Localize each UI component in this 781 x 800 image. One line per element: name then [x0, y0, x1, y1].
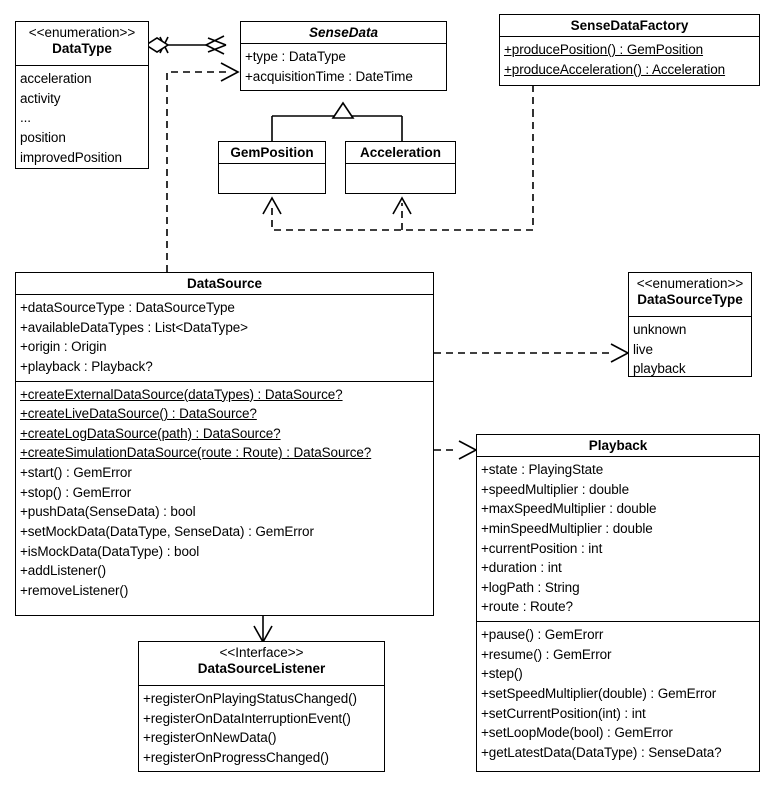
- class-sensedata[interactable]: SenseData +type : DataType +acquisitionT…: [240, 21, 447, 91]
- connector-datasource-dependency-datasourcetype: [434, 343, 630, 363]
- attribute: +state : PlayingState: [481, 462, 604, 477]
- method: +setCurrentPosition(int) : int: [481, 705, 646, 721]
- class-sensedatafactory-name: SenseDataFactory: [570, 18, 689, 33]
- method: +setLoopMode(bool) : GemError: [481, 725, 673, 741]
- class-datasource-methods: +createExternalDataSource(dataTypes) : D…: [16, 382, 433, 605]
- class-datatype-stereotype: <<enumeration>>: [28, 25, 136, 40]
- class-playback-name: Playback: [588, 438, 648, 453]
- method: +addListener(): [20, 563, 107, 579]
- method: +removeListener(): [20, 582, 129, 598]
- class-acceleration-name: Acceleration: [359, 145, 442, 160]
- method: +pause() : GemErorr: [481, 627, 604, 643]
- enum-literal: ...: [20, 110, 31, 126]
- method: +registerOnPlayingStatusChanged(): [143, 691, 357, 706]
- attribute: +origin : Origin: [20, 339, 107, 355]
- attribute: +currentPosition : int: [481, 540, 603, 556]
- method: +getLatestData(DataType) : SenseData?: [481, 744, 722, 760]
- class-sensedatafactory-methods: +producePosition() : GemPosition +produc…: [500, 37, 759, 83]
- class-datasourcetype[interactable]: <<enumeration>> DataSourceType unknown l…: [628, 272, 752, 377]
- attribute: +logPath : String: [481, 579, 580, 595]
- class-datasource-attributes: +dataSourceType : DataSourceType +availa…: [16, 295, 433, 382]
- connector-sensedata-aggregation-datatype: [144, 35, 227, 55]
- connector-generalization-sensedata: [271, 101, 403, 141]
- class-datasourcelistener[interactable]: <<Interface>> DataSourceListener +regist…: [138, 641, 385, 772]
- attribute: +route : Route?: [481, 599, 573, 615]
- attribute: +availableDataTypes : List<DataType>: [20, 319, 248, 335]
- class-playback-attributes: +state : PlayingState +speedMultiplier :…: [477, 457, 759, 623]
- class-datasource-header: DataSource: [16, 273, 433, 295]
- method: +start() : GemError: [20, 465, 132, 481]
- attribute: +duration : int: [481, 560, 562, 576]
- class-sensedatafactory-header: SenseDataFactory: [500, 15, 759, 37]
- class-datasourcelistener-stereotype: <<Interface>>: [219, 645, 304, 660]
- class-datasource[interactable]: DataSource +dataSourceType : DataSourceT…: [15, 272, 434, 616]
- class-datasource-name: DataSource: [186, 276, 263, 291]
- enum-literal: position: [20, 129, 66, 145]
- class-acceleration[interactable]: Acceleration: [345, 141, 456, 194]
- class-sensedata-name: SenseData: [308, 25, 379, 40]
- enum-literal: live: [633, 341, 653, 357]
- method: +registerOnNewData(): [143, 730, 277, 746]
- class-datasourcelistener-methods: +registerOnPlayingStatusChanged() +regis…: [139, 686, 384, 772]
- class-acceleration-header: Acceleration: [346, 142, 455, 164]
- method: +isMockData(DataType) : bool: [20, 543, 200, 559]
- method: +createExternalDataSource(dataTypes) : D…: [20, 386, 343, 402]
- class-datasourcelistener-name: DataSourceListener: [197, 661, 326, 677]
- method: +step(): [481, 666, 523, 682]
- class-datasourcetype-stereotype: <<enumeration>>: [636, 276, 744, 291]
- method: +createLiveDataSource() : DataSource?: [20, 406, 257, 422]
- class-datatype[interactable]: <<enumeration>> DataType acceleration ac…: [15, 21, 149, 169]
- method: +stop() : GemError: [20, 484, 132, 500]
- class-gemposition[interactable]: GemPosition: [218, 141, 326, 194]
- class-datasourcelistener-header: <<Interface>> DataSourceListener: [139, 642, 384, 686]
- class-datatype-literals: acceleration activity ... position impro…: [16, 66, 148, 171]
- class-acceleration-members: [346, 164, 455, 194]
- attribute: +dataSourceType : DataSourceType: [20, 300, 235, 315]
- method: +createSimulationDataSource(route : Rout…: [20, 445, 372, 461]
- method: +setSpeedMultiplier(double) : GemError: [481, 686, 717, 702]
- class-datasourcetype-header: <<enumeration>> DataSourceType: [629, 273, 751, 317]
- method: +pushData(SenseData) : bool: [20, 504, 196, 520]
- method: +registerOnDataInterruptionEvent(): [143, 710, 351, 726]
- enum-literal: unknown: [633, 322, 687, 337]
- class-datasourcetype-literals: unknown live playback: [629, 317, 751, 383]
- class-sensedatafactory[interactable]: SenseDataFactory +producePosition() : Ge…: [499, 14, 760, 86]
- attribute: +playback : Playback?: [20, 358, 153, 374]
- method: +produceAcceleration() : Acceleration: [504, 61, 726, 77]
- attribute: +acquisitionTime : DateTime: [245, 68, 413, 84]
- class-datatype-name: DataType: [52, 41, 112, 57]
- connector-datasource-association-listener: [253, 616, 273, 644]
- attribute: +type : DataType: [245, 49, 346, 64]
- method: +producePosition() : GemPosition: [504, 42, 704, 57]
- class-datasourcetype-name: DataSourceType: [637, 292, 743, 308]
- enum-literal: acceleration: [20, 71, 92, 86]
- class-playback-header: Playback: [477, 435, 759, 457]
- class-playback-methods: +pause() : GemErorr +resume() : GemError…: [477, 622, 759, 766]
- connector-datasource-dependency-playback: [434, 440, 478, 460]
- class-playback[interactable]: Playback +state : PlayingState +speedMul…: [476, 434, 760, 772]
- method: +setMockData(DataType, SenseData) : GemE…: [20, 524, 314, 540]
- method: +resume() : GemError: [481, 646, 612, 662]
- attribute: +minSpeedMultiplier : double: [481, 520, 653, 536]
- class-gemposition-header: GemPosition: [219, 142, 325, 164]
- attribute: +maxSpeedMultiplier : double: [481, 501, 657, 517]
- enum-literal: improvedPosition: [20, 149, 122, 165]
- class-gemposition-name: GemPosition: [230, 145, 314, 160]
- class-gemposition-members: [219, 164, 325, 194]
- class-sensedata-attributes: +type : DataType +acquisitionTime : Date…: [241, 44, 446, 90]
- class-sensedata-header: SenseData: [241, 22, 446, 44]
- attribute: +speedMultiplier : double: [481, 481, 629, 497]
- method: +createLogDataSource(path) : DataSource?: [20, 425, 281, 441]
- class-datatype-header: <<enumeration>> DataType: [16, 22, 148, 66]
- enum-literal: playback: [633, 361, 686, 377]
- method: +registerOnProgressChanged(): [143, 749, 329, 765]
- enum-literal: activity: [20, 90, 61, 106]
